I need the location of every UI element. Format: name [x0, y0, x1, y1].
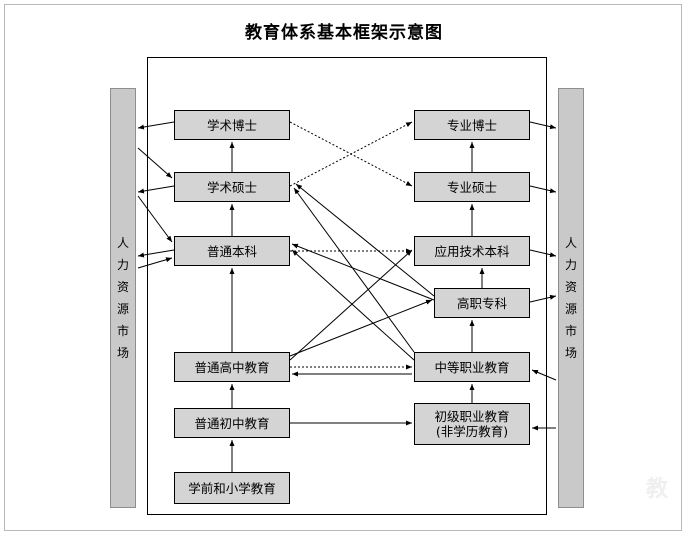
pillar-char: 市: [564, 324, 577, 338]
node-preschool-primary: 学前和小学教育: [174, 472, 290, 504]
pillar-char: 人: [116, 236, 129, 250]
node-applied-undergrad: 应用技术本科: [414, 236, 530, 266]
pillar-char: 场: [564, 346, 577, 360]
node-professional-master: 专业硕士: [414, 172, 530, 202]
node-label-line: (非学历教育): [435, 424, 509, 439]
pillar-char: 资: [116, 280, 129, 294]
pillar-char: 人: [564, 236, 577, 250]
node-general-high: 普通高中教育: [174, 352, 290, 382]
node-primary-vocational: 初级职业教育(非学历教育): [414, 403, 530, 445]
right-pillar-labor-market: 人 力 资 源 市 场: [558, 88, 584, 508]
node-secondary-vocational: 中等职业教育: [414, 352, 530, 382]
node-academic-master: 学术硕士: [174, 172, 290, 202]
node-general-undergrad: 普通本科: [174, 236, 290, 266]
node-academic-doctor: 学术博士: [174, 110, 290, 140]
page-title: 教育体系基本框架示意图: [245, 23, 443, 43]
pillar-char: 资: [564, 280, 577, 294]
node-label-line: 初级职业教育: [434, 409, 510, 424]
pillar-char: 力: [564, 258, 577, 272]
node-vocational-college: 高职专科: [434, 288, 530, 318]
pillar-char: 力: [116, 258, 129, 272]
diagram-frame: [147, 57, 547, 515]
node-professional-doctor: 专业博士: [414, 110, 530, 140]
outer-frame: [4, 4, 682, 531]
watermark: 教: [645, 477, 670, 502]
pillar-char: 源: [116, 302, 129, 316]
pillar-char: 场: [116, 346, 129, 360]
pillar-char: 市: [116, 324, 129, 338]
pillar-char: 源: [564, 302, 577, 316]
node-general-junior: 普通初中教育: [174, 408, 290, 438]
left-pillar-labor-market: 人 力 资 源 市 场: [110, 88, 136, 508]
